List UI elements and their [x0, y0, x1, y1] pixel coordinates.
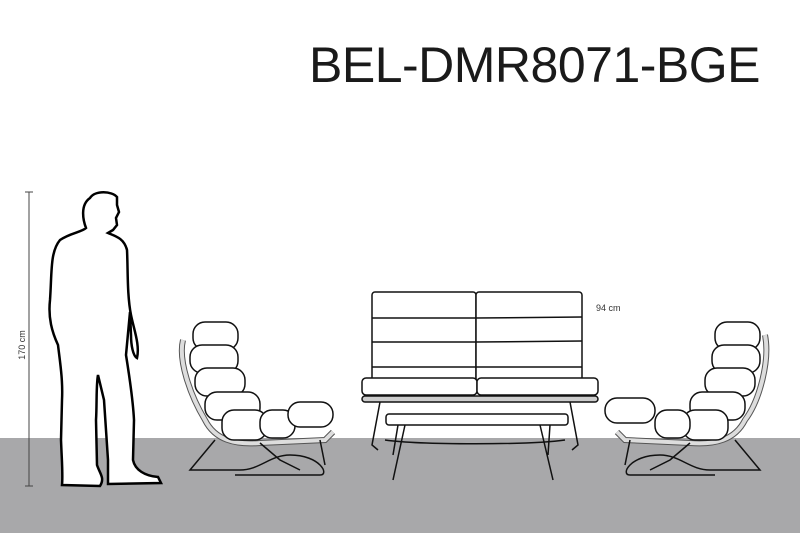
loveseat-sofa: [361, 291, 599, 451]
person-silhouette: [48, 191, 164, 488]
product-code-title: BEL-DMR8071-BGE: [309, 37, 761, 93]
height-dimension-line: [25, 191, 33, 487]
left-lounge-chair: [178, 321, 336, 476]
right-lounge-chair: [604, 321, 770, 476]
coffee-table: [385, 413, 569, 481]
sofa-height-label: 94 cm: [596, 303, 621, 313]
